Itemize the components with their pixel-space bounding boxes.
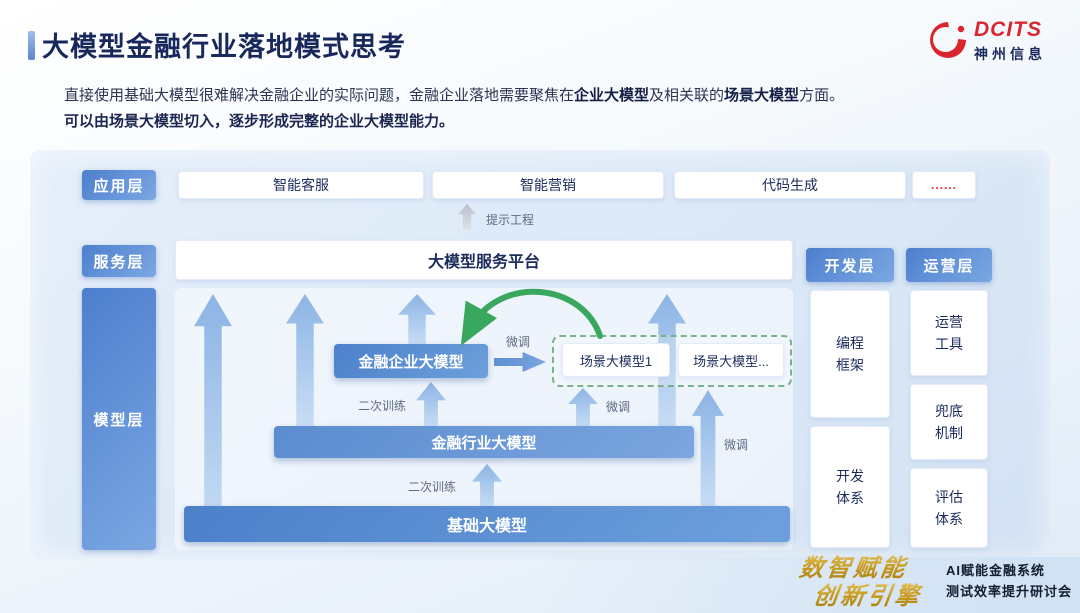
intro-1-seg: 及相关联的 (649, 87, 725, 104)
app-box-code-generation: 代码生成 (674, 171, 906, 199)
intro-1-seg: 方面。 (799, 87, 845, 104)
retrain-label: 二次训练 (408, 480, 457, 494)
ops-box-label: 兜底机制 (935, 402, 963, 441)
company-logo: DCITS 神州信息 (928, 18, 1056, 64)
application-layer-tag: 应用层 (82, 170, 156, 200)
finetune-label: 微调 (606, 400, 631, 414)
dev-box-label: 编程框架 (836, 334, 864, 373)
footer-strip (0, 557, 1080, 613)
dev-box-programming-framework: 编程框架 (810, 290, 890, 418)
retrain-label: 二次训练 (358, 399, 407, 413)
app-box-more: ...... (912, 171, 976, 199)
scene-model-1-box: 场景大模型1 (562, 343, 670, 377)
industry-model-box: 金融行业大模型 (274, 426, 694, 458)
service-layer-tag: 服务层 (82, 245, 156, 277)
title-accent-bar (28, 31, 35, 60)
footer-event-line-1: AI赋能金融系统 (946, 563, 1046, 578)
intro-1-seg: 直接使用基础大模型很难解决金融企业的实际问题，金融企业落地需要聚焦在 (64, 87, 575, 104)
logo-company-text: 神州信息 (974, 46, 1046, 62)
service-platform-box: 大模型服务平台 (175, 240, 793, 280)
logo-brand-text: DCITS (974, 18, 1042, 41)
intro-1-bold-scene: 场景大模型 (724, 87, 800, 104)
ops-box-evaluation-system: 评估体系 (910, 468, 988, 548)
intro-line-1: 直接使用基础大模型很难解决金融企业的实际问题，金融企业落地需要聚焦在企业大模型及… (64, 84, 1024, 105)
dev-box-development-system: 开发体系 (810, 426, 890, 548)
development-layer-tag: 开发层 (806, 248, 894, 282)
dcits-swirl-icon (930, 22, 966, 58)
ops-box-label: 评估体系 (935, 488, 963, 527)
footer-slogan-bottom: 创新引擎 (812, 576, 925, 611)
model-layer-tag: 模型层 (82, 288, 156, 550)
prompt-engineering-label: 提示工程 (486, 213, 535, 227)
operation-layer-tag: 运营层 (906, 248, 992, 282)
ops-box-operation-tools: 运营工具 (910, 290, 988, 376)
app-box-smart-customer-service: 智能客服 (178, 171, 424, 199)
page-title: 大模型金融行业落地模式思考 (42, 32, 406, 62)
ops-box-fallback-mechanism: 兜底机制 (910, 384, 988, 460)
enterprise-model-box: 金融企业大模型 (334, 344, 488, 378)
base-model-box: 基础大模型 (184, 506, 790, 542)
dev-box-label: 开发体系 (836, 467, 864, 506)
footer-event-line-2: 测试效率提升研讨会 (946, 584, 1073, 599)
intro-line-2: 可以由场景大模型切入，逐步形成完整的企业大模型能力。 (64, 113, 455, 130)
ops-box-label: 运营工具 (935, 313, 963, 352)
intro-1-bold-enterprise: 企业大模型 (574, 87, 650, 104)
scene-model-2-box: 场景大模型... (678, 343, 784, 377)
finetune-label: 微调 (724, 438, 749, 452)
finetune-feedback-arrow-icon (460, 288, 603, 346)
finetune-label: 微调 (506, 335, 531, 349)
app-box-smart-marketing: 智能营销 (432, 171, 664, 199)
